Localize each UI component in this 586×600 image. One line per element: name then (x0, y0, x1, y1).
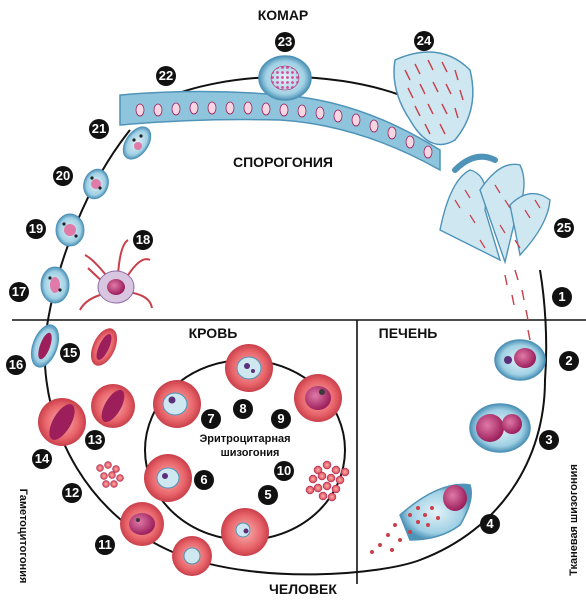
zygote-19 (55, 213, 85, 247)
svg-text:2: 2 (565, 353, 572, 368)
marker-9: 9 (271, 409, 291, 429)
svg-text:3: 3 (545, 432, 552, 447)
merozoite-release-10 (305, 460, 350, 502)
rbc-9 (294, 374, 342, 422)
marker-5: 5 (258, 485, 278, 505)
svg-text:10: 10 (277, 463, 291, 478)
svg-text:15: 15 (63, 345, 77, 360)
svg-text:14: 14 (35, 451, 50, 466)
svg-text:8: 8 (239, 401, 246, 416)
microgametes-18 (79, 239, 153, 311)
svg-text:20: 20 (56, 168, 70, 183)
svg-text:25: 25 (557, 220, 571, 235)
marker-17: 17 (9, 282, 29, 302)
liver-cell-3 (469, 403, 531, 453)
svg-text:16: 16 (9, 357, 23, 372)
salivary-glands (439, 153, 551, 265)
liver-label: ПЕЧЕНЬ (379, 325, 438, 341)
marker-20: 20 (53, 166, 73, 186)
ookinete-20 (83, 168, 109, 200)
svg-text:5: 5 (264, 487, 271, 502)
marker-3: 3 (539, 430, 559, 450)
region-dividers (12, 319, 586, 584)
svg-text:18: 18 (136, 232, 150, 247)
gametocyte-16 (30, 324, 60, 368)
erythrocytic-label-line1: Эритроцитарная (199, 433, 290, 445)
rbc-8 (225, 344, 273, 392)
rbc-6 (144, 454, 192, 502)
liver-cell-2 (494, 339, 546, 381)
marker-10: 10 (274, 461, 294, 481)
svg-text:6: 6 (200, 472, 207, 487)
svg-text:12: 12 (65, 485, 79, 500)
svg-text:9: 9 (277, 411, 284, 426)
gametocyte-12 (91, 384, 135, 428)
midgut-wall (119, 90, 441, 172)
rbc-11 (120, 502, 164, 546)
tissue-schizogony-label: Тканевая шизогония (568, 464, 580, 576)
marker-25: 25 (554, 218, 574, 238)
ookinete-21 (122, 126, 152, 160)
marker-12: 12 (62, 483, 82, 503)
sporogony-label: СПОРОГОНИЯ (233, 154, 333, 170)
rbc-7 (153, 380, 201, 428)
gametocytogony-label: Гаметоцитогония (17, 489, 29, 584)
marker-16: 16 (6, 355, 26, 375)
marker-14: 14 (32, 449, 52, 469)
gametocyte-15 (90, 328, 118, 366)
svg-text:11: 11 (98, 537, 112, 552)
marker-19: 19 (26, 219, 46, 239)
merozoites-13 (96, 461, 124, 488)
svg-text:7: 7 (207, 411, 214, 426)
human-label: ЧЕЛОВЕК (269, 581, 337, 597)
svg-text:4: 4 (486, 516, 494, 531)
marker-18: 18 (133, 230, 153, 250)
marker-21: 21 (89, 119, 109, 139)
mature-oocyst (393, 51, 474, 146)
marker-2: 2 (559, 351, 579, 371)
marker-13: 13 (85, 430, 105, 450)
svg-text:19: 19 (29, 221, 43, 236)
oocyst (258, 55, 312, 101)
marker-6: 6 (194, 470, 214, 490)
gametocyte-14 (38, 398, 86, 446)
marker-15: 15 (60, 343, 80, 363)
svg-text:13: 13 (88, 432, 102, 447)
svg-text:21: 21 (92, 121, 106, 136)
marker-1: 1 (552, 287, 572, 307)
blood-label: КРОВЬ (189, 325, 238, 341)
marker-4: 4 (480, 514, 500, 534)
marker-22: 22 (156, 66, 176, 86)
erythrocytic-label-line2: шизогония (221, 447, 280, 459)
svg-text:23: 23 (278, 34, 292, 49)
marker-8: 8 (233, 399, 253, 419)
marker-24: 24 (414, 31, 434, 51)
sporozoite-stream (504, 269, 531, 341)
svg-text:1: 1 (558, 289, 565, 304)
svg-text:22: 22 (159, 68, 173, 83)
rbc-bottom (172, 536, 212, 576)
marker-23: 23 (275, 32, 295, 52)
mosquito-label: КОМАР (258, 7, 309, 23)
marker-11: 11 (95, 535, 115, 555)
macrogamete-17 (40, 266, 70, 304)
liver-cell-4 (370, 483, 472, 554)
svg-text:24: 24 (417, 33, 432, 48)
marker-7: 7 (201, 409, 221, 429)
svg-text:17: 17 (12, 284, 26, 299)
rbc-5 (221, 508, 269, 556)
